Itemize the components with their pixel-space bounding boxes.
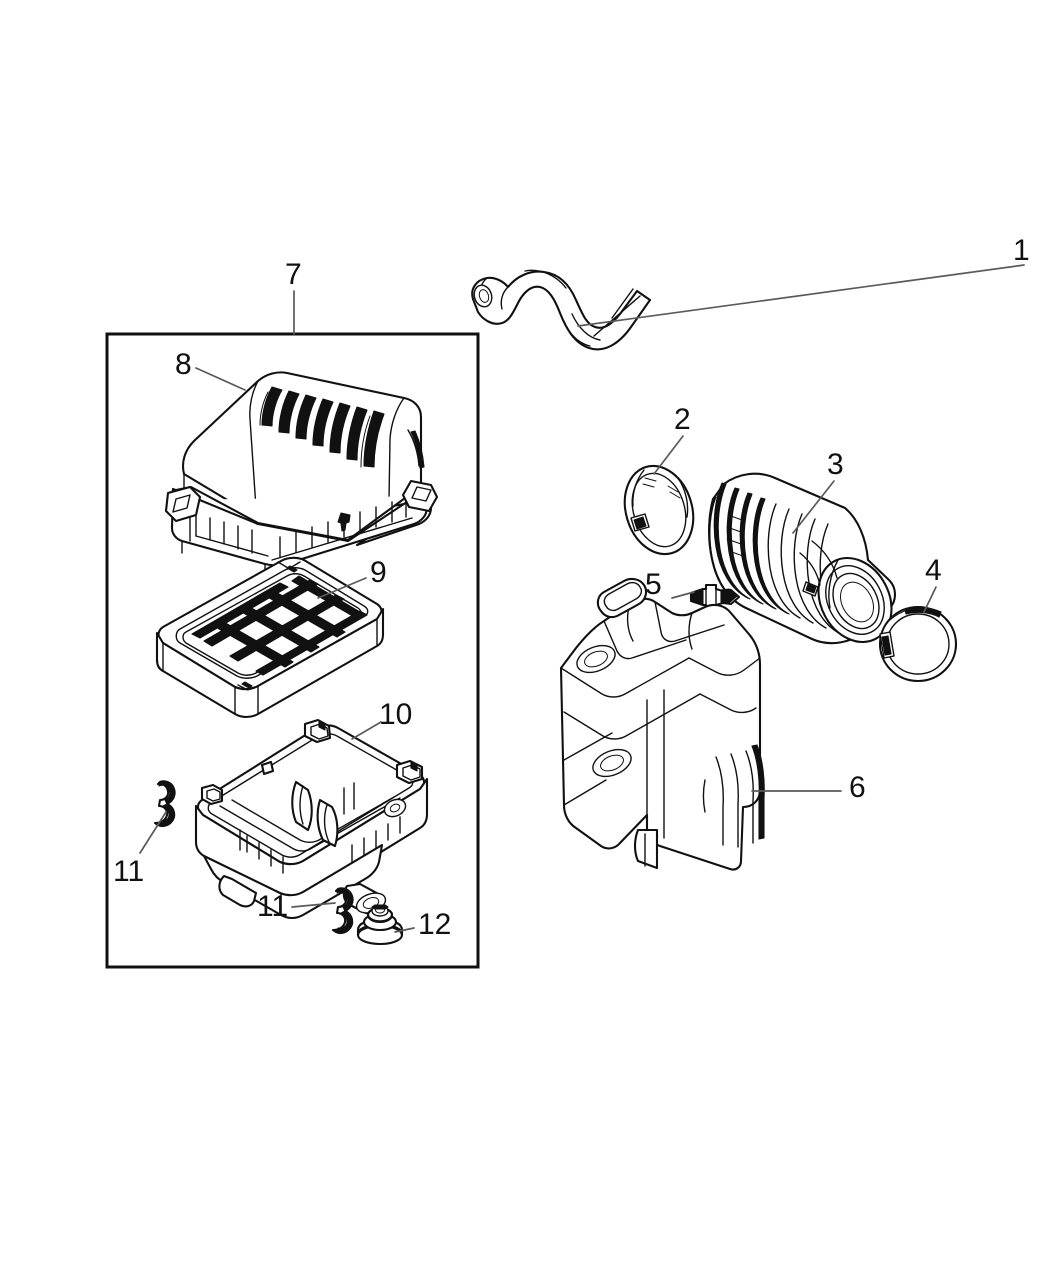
callout-label-1: 1 [1013,234,1030,267]
callout-label-11-left: 11 [113,855,145,888]
part-9-air-filter-element [155,556,385,719]
part-1-make-up-air-hose [471,264,1025,351]
part-11-retaining-clip-left [139,780,176,854]
leader-11-right [291,902,336,908]
callout-label-10: 10 [379,698,413,731]
part-12-mounting-grommet [356,904,415,946]
callout-label-11-right: 11 [257,890,289,923]
part-8-air-cleaner-cover [164,367,439,577]
callout-label-12: 12 [418,908,452,941]
leader-10 [351,721,382,740]
callout-label-3: 3 [827,448,844,481]
callout-label-2: 2 [674,403,691,436]
part-4-hose-clamp-lower [878,586,958,683]
leader-5 [671,591,695,599]
part-5-pcv-fitting-valve [671,583,741,611]
leader-4 [923,586,937,613]
part-2-hose-clamp-upper [623,435,695,556]
leader-1 [577,264,1025,327]
leader-11-left [139,811,167,854]
callout-label-4: 4 [925,554,942,587]
callout-label-7: 7 [285,258,302,291]
leader-8 [195,367,246,391]
leader-12 [394,927,415,933]
callout-label-9: 9 [370,556,387,589]
part-3-air-inlet-bellows-duct [708,472,897,645]
part-10-air-cleaner-body-lower [194,718,429,920]
leader-3 [792,480,835,534]
part-6-air-resonator-box [559,577,842,871]
group-box-7 [105,332,480,969]
leader-9 [317,577,367,599]
callout-label-8: 8 [175,348,192,381]
callout-label-5: 5 [645,568,662,601]
part-11-retaining-clip-right [291,887,354,935]
leader-2 [653,435,684,475]
callout-label-6: 6 [849,771,866,804]
